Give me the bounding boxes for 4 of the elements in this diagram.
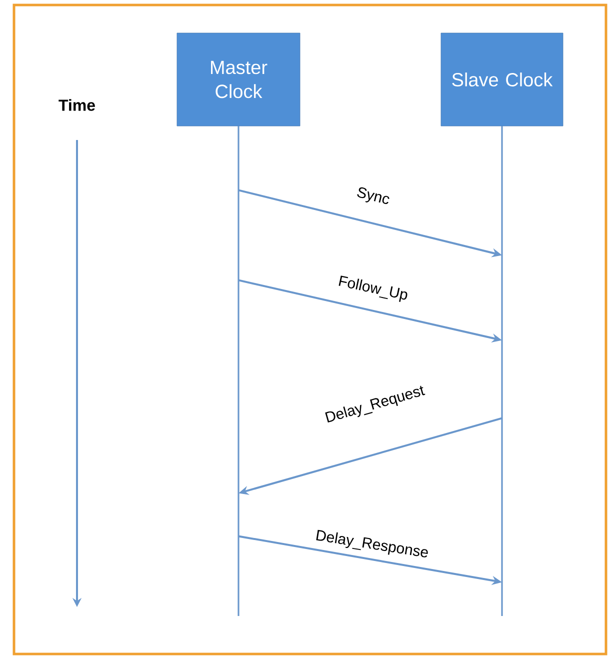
axis-label: Time xyxy=(58,99,95,111)
lifeline: Slave Clock xyxy=(440,32,564,616)
edge-label: Sync xyxy=(357,187,390,204)
lifeline: Master Clock xyxy=(176,32,300,616)
